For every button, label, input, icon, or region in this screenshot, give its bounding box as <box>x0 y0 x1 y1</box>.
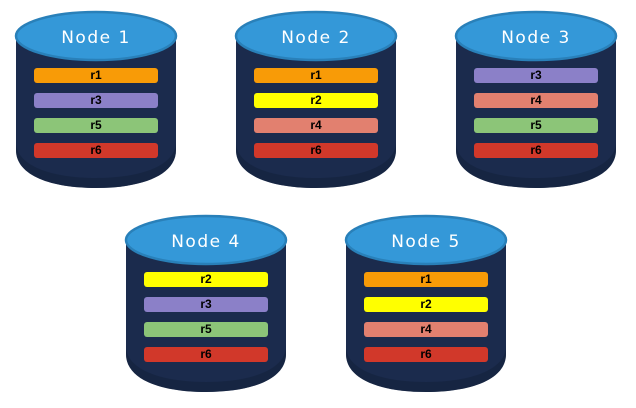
replica-stack: r1 r2 r4 r6 <box>254 68 378 158</box>
cylinder-top-ellipse <box>124 214 288 266</box>
replica-bar-r6[interactable]: r6 <box>144 347 268 362</box>
cylinder-top-ellipse <box>344 214 508 266</box>
replica-bar-r6[interactable]: r6 <box>254 143 378 158</box>
replica-bar-r3[interactable]: r3 <box>34 93 158 108</box>
cylinder-bottom-shading <box>16 142 176 188</box>
replica-bar-r2[interactable]: r2 <box>144 272 268 287</box>
cylinder-bottom-shading <box>456 142 616 188</box>
replica-bar-r6[interactable]: r6 <box>34 143 158 158</box>
replica-stack: r1 r2 r4 r6 <box>364 272 488 362</box>
replica-bar-r1[interactable]: r1 <box>364 272 488 287</box>
replica-stack: r3 r4 r5 r6 <box>474 68 598 158</box>
replica-stack: r2 r3 r5 r6 <box>144 272 268 362</box>
replica-bar-r4[interactable]: r4 <box>254 118 378 133</box>
replica-bar-r1[interactable]: r1 <box>34 68 158 83</box>
replica-bar-r5[interactable]: r5 <box>474 118 598 133</box>
cylinder-top-ellipse <box>234 10 398 62</box>
replica-bar-r6[interactable]: r6 <box>474 143 598 158</box>
replica-bar-r2[interactable]: r2 <box>254 93 378 108</box>
cylinder-bottom-shading <box>346 346 506 392</box>
replica-bar-r2[interactable]: r2 <box>364 297 488 312</box>
replica-bar-r4[interactable]: r4 <box>474 93 598 108</box>
replica-bar-r5[interactable]: r5 <box>34 118 158 133</box>
replica-stack: r1 r3 r5 r6 <box>34 68 158 158</box>
cylinder-top-ellipse <box>454 10 618 62</box>
replica-bar-r5[interactable]: r5 <box>144 322 268 337</box>
cylinder-top-ellipse <box>14 10 178 62</box>
replica-bar-r6[interactable]: r6 <box>364 347 488 362</box>
cylinder-bottom-shading <box>126 346 286 392</box>
replica-bar-r3[interactable]: r3 <box>144 297 268 312</box>
cylinder-bottom-shading <box>236 142 396 188</box>
replica-bar-r4[interactable]: r4 <box>364 322 488 337</box>
replica-bar-r1[interactable]: r1 <box>254 68 378 83</box>
replica-bar-r3[interactable]: r3 <box>474 68 598 83</box>
